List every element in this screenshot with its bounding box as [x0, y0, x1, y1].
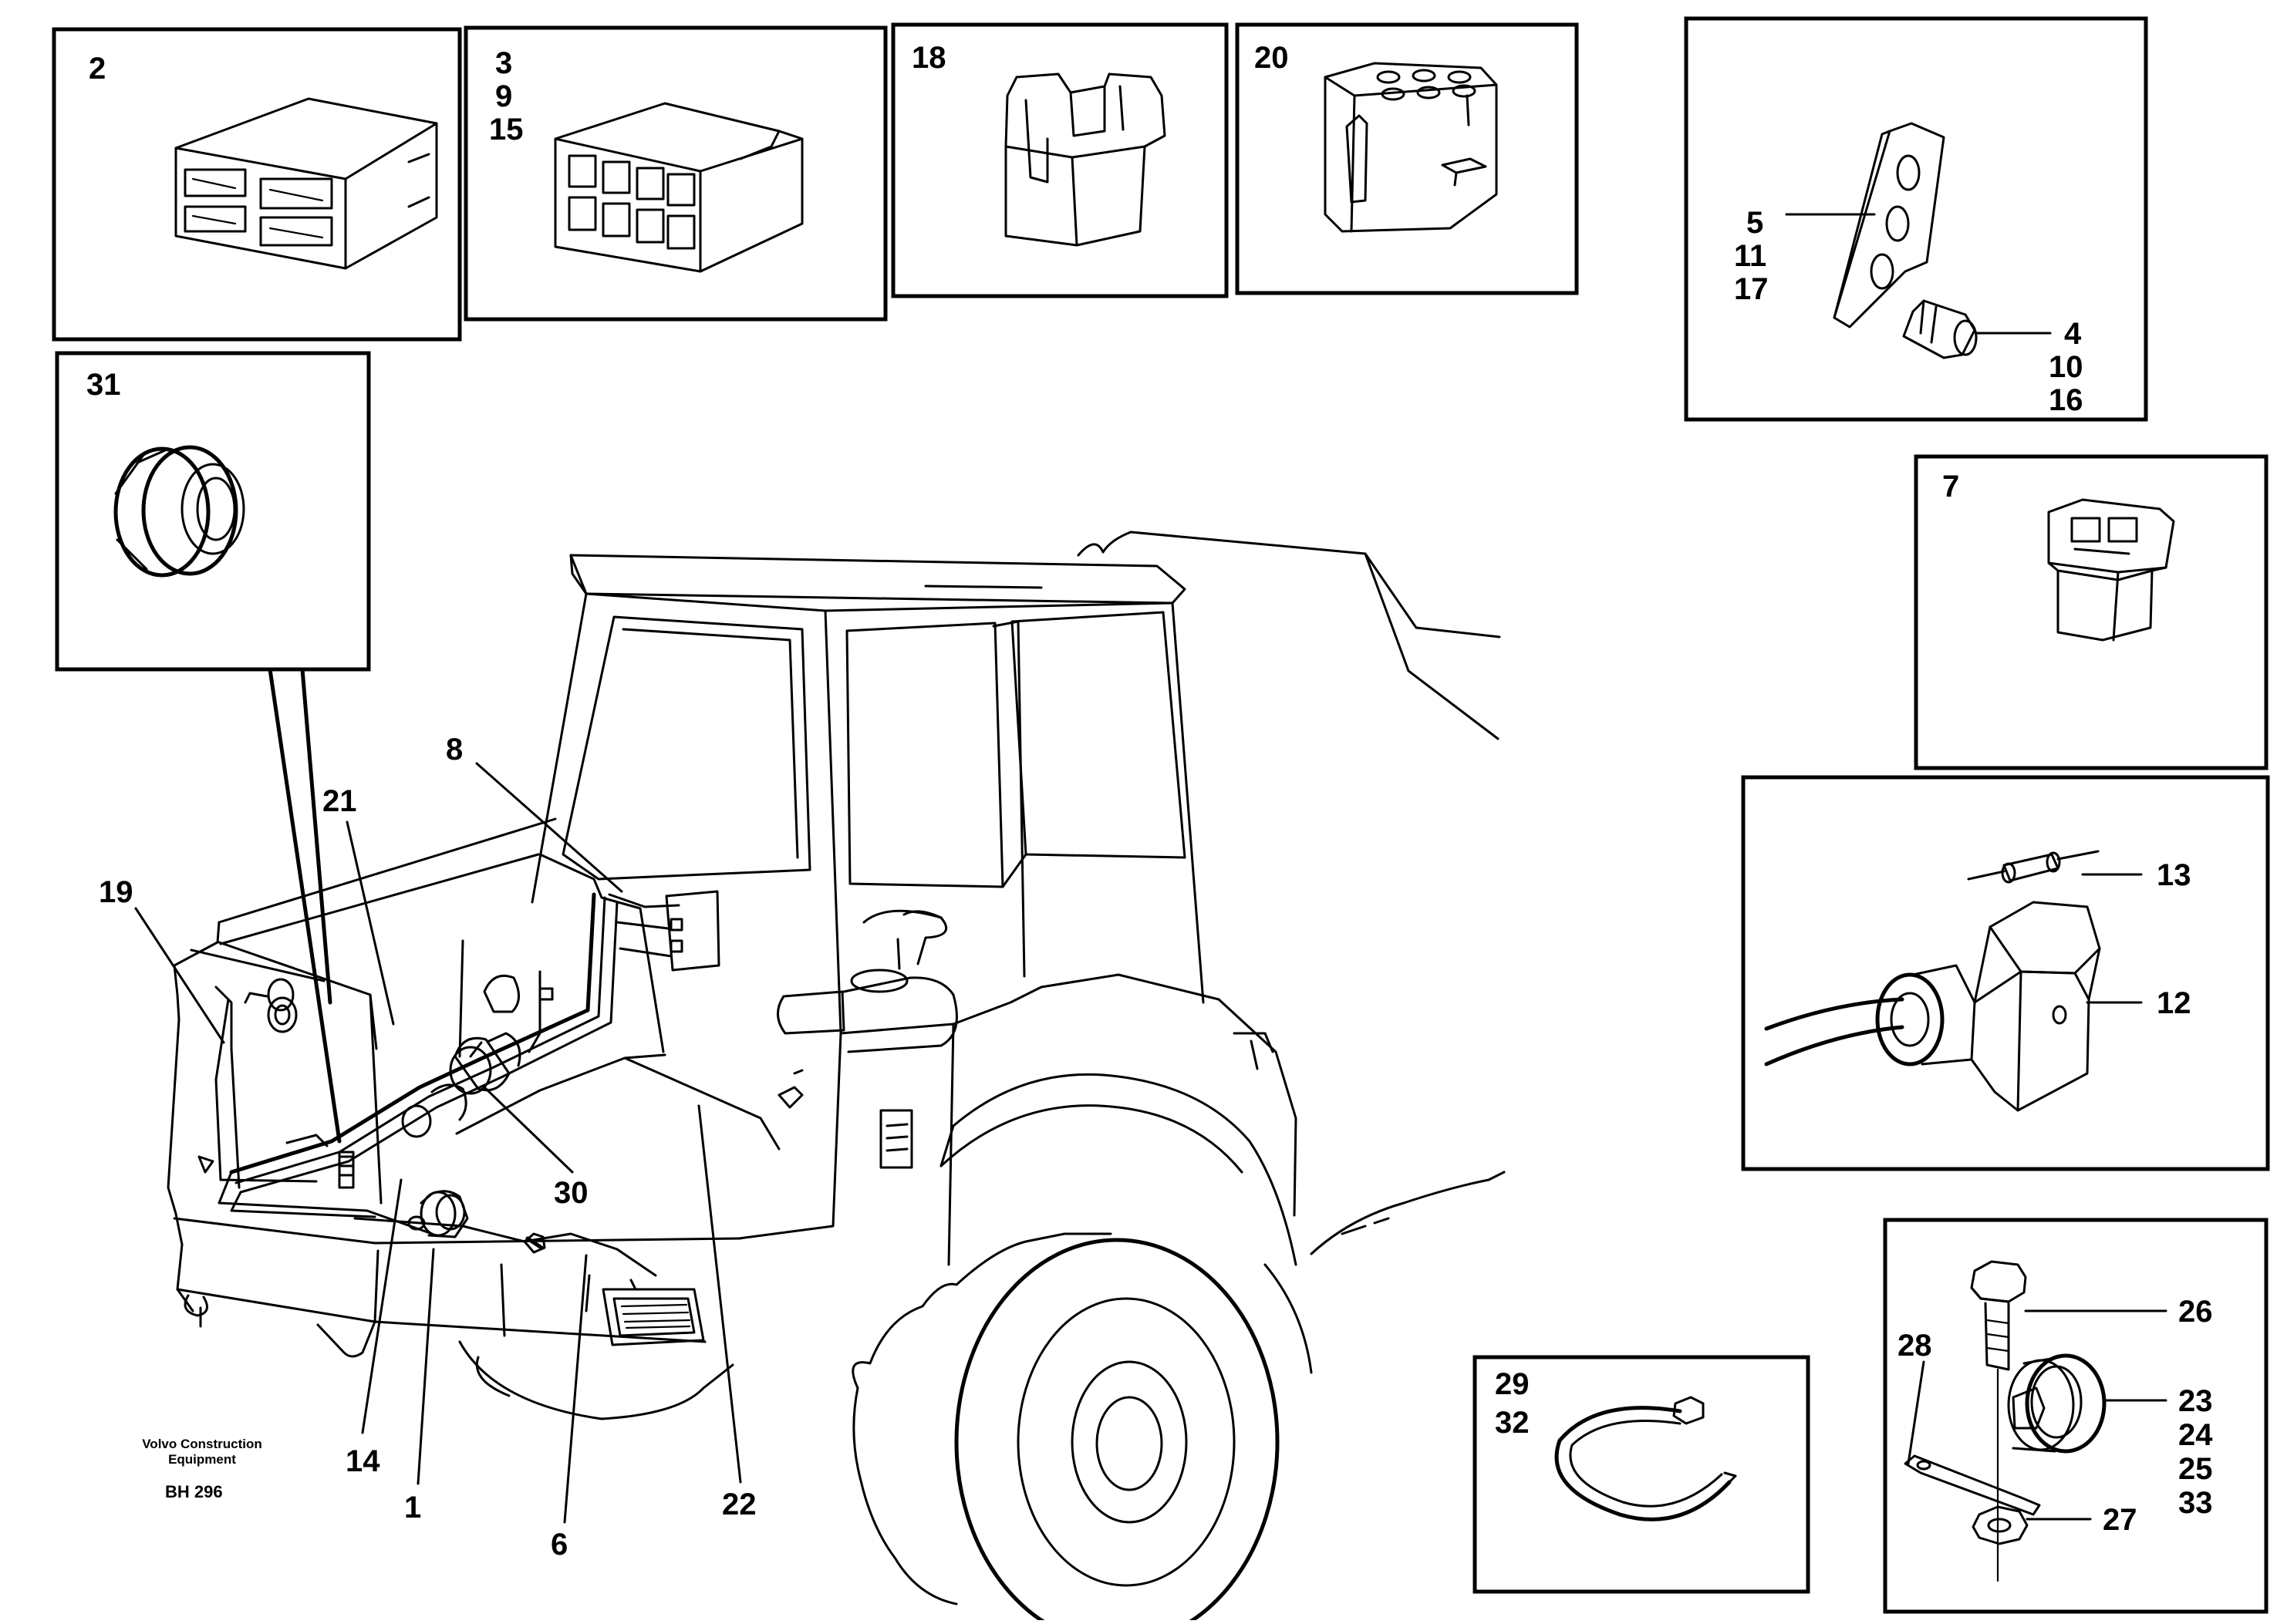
- label-20: 20: [1254, 41, 1289, 75]
- connector-2-icon: [174, 97, 438, 270]
- label-14: 14: [346, 1444, 380, 1478]
- drawing-code: BH 296: [165, 1482, 223, 1501]
- label-22: 22: [722, 1488, 757, 1521]
- label-12: 12: [2157, 986, 2191, 1020]
- label-9: 9: [495, 79, 512, 113]
- label-15: 15: [489, 113, 524, 147]
- connector-7-icon: [2047, 498, 2175, 642]
- inset-connector-7: 7: [1914, 454, 2269, 770]
- connector-3-icon: [554, 102, 804, 273]
- diode-icon: [1967, 850, 2100, 884]
- inset-connector-2: 2: [52, 27, 462, 342]
- label-8: 8: [446, 733, 463, 767]
- pin-icon: [1902, 299, 1978, 359]
- label-18: 18: [912, 41, 946, 75]
- machine-drawing: [167, 531, 1506, 1624]
- grommet-icon: [113, 445, 245, 578]
- label-2: 2: [89, 52, 106, 86]
- inset-plug-and-socket: 5 11 17 4 10 16: [1684, 16, 2148, 422]
- label-6: 6: [551, 1528, 568, 1562]
- label-30: 30: [554, 1176, 589, 1210]
- label-26: 26: [2178, 1295, 2213, 1329]
- label-11: 11: [1734, 239, 1766, 273]
- bolt-icon: [1970, 1260, 2027, 1371]
- label-23: 23: [2178, 1384, 2213, 1418]
- label-13: 13: [2157, 858, 2191, 892]
- label-5: 5: [1746, 206, 1763, 240]
- connector-18-icon: [1004, 72, 1166, 247]
- label-27: 27: [2103, 1503, 2137, 1537]
- callouts: 8 21 19 30 14 1 6 22: [99, 667, 757, 1562]
- inset-clamp-assembly: 28 26 23 24 25 33 27: [1883, 1218, 2269, 1614]
- label-19: 19: [99, 875, 133, 909]
- footer: Volvo Construction Equipment BH 296: [142, 1437, 262, 1501]
- company-line-2: Equipment: [168, 1452, 236, 1467]
- bracket-icon: [1904, 1386, 2046, 1516]
- sensor-plug-icon: [1764, 901, 2101, 1112]
- inset-cable-tie: 29 32: [1472, 1355, 1810, 1594]
- label-24: 24: [2178, 1418, 2213, 1452]
- inset-connector-20: 20: [1235, 22, 1579, 295]
- label-3: 3: [495, 46, 512, 80]
- label-33: 33: [2178, 1486, 2213, 1520]
- label-28: 28: [1898, 1329, 1932, 1363]
- label-32: 32: [1495, 1406, 1530, 1440]
- inset-sensor-12-13: 13 12: [1741, 775, 2270, 1171]
- label-29: 29: [1495, 1367, 1530, 1401]
- label-17: 17: [1734, 272, 1769, 306]
- nut-icon: [1972, 1505, 2029, 1545]
- wiring-harness: [197, 890, 720, 1277]
- label-7: 7: [1942, 470, 1959, 504]
- label-16: 16: [2049, 383, 2083, 417]
- inset-connector-18: 18: [891, 22, 1229, 298]
- label-25: 25: [2178, 1452, 2213, 1486]
- label-10: 10: [2049, 350, 2083, 384]
- label-4: 4: [2064, 317, 2082, 351]
- plug-plate-icon: [1833, 122, 1945, 329]
- company-line-1: Volvo Construction: [142, 1437, 262, 1451]
- label-31: 31: [86, 368, 121, 402]
- inset-grommet-31: 31: [55, 351, 371, 672]
- inset-connector-3-9-15: 3 9 15: [464, 25, 888, 322]
- connector-20-icon: [1324, 62, 1498, 233]
- label-1: 1: [404, 1491, 421, 1525]
- label-21: 21: [322, 784, 357, 818]
- grommet-ring-icon: [2007, 1353, 2107, 1454]
- cable-tie-icon: [1554, 1396, 1737, 1521]
